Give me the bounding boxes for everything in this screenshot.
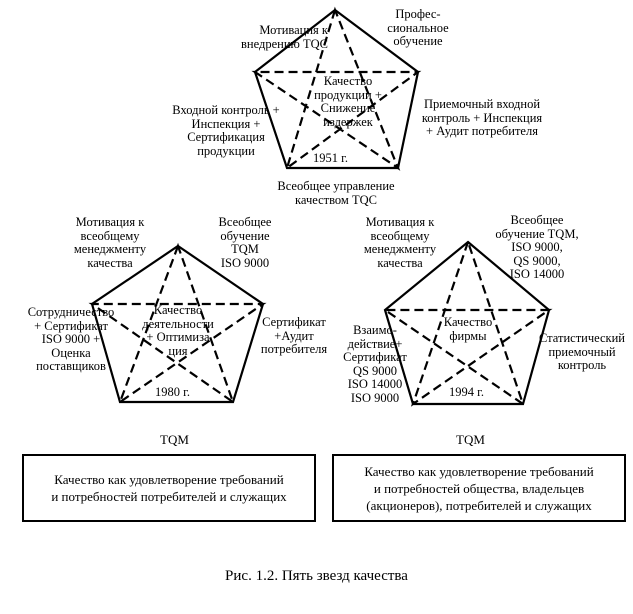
star-1980 <box>88 242 267 405</box>
star-1994-year: 1994 г. <box>446 386 487 399</box>
star-1951-year: 1951 г. <box>310 152 351 165</box>
figure-caption: Рис. 1.2. Пять звезд качества <box>225 568 408 584</box>
star-1994-bottom-label: TQM <box>456 432 485 447</box>
star-1994-star <box>381 238 553 407</box>
star-1951-pentagon <box>253 8 420 170</box>
star-1980-bottom-label: TQM <box>160 432 189 447</box>
star-1980-year: 1980 г. <box>152 386 193 399</box>
star-1980-star <box>88 242 267 405</box>
star-1994 <box>381 238 553 407</box>
star-1994-pentagon <box>383 240 551 406</box>
star-1980-pentagon <box>90 244 265 404</box>
star-1951-star <box>251 6 422 171</box>
star-1951-left-label: Входной контроль +Инспекция +Сертификаци… <box>172 103 280 158</box>
star-1951 <box>251 6 422 171</box>
